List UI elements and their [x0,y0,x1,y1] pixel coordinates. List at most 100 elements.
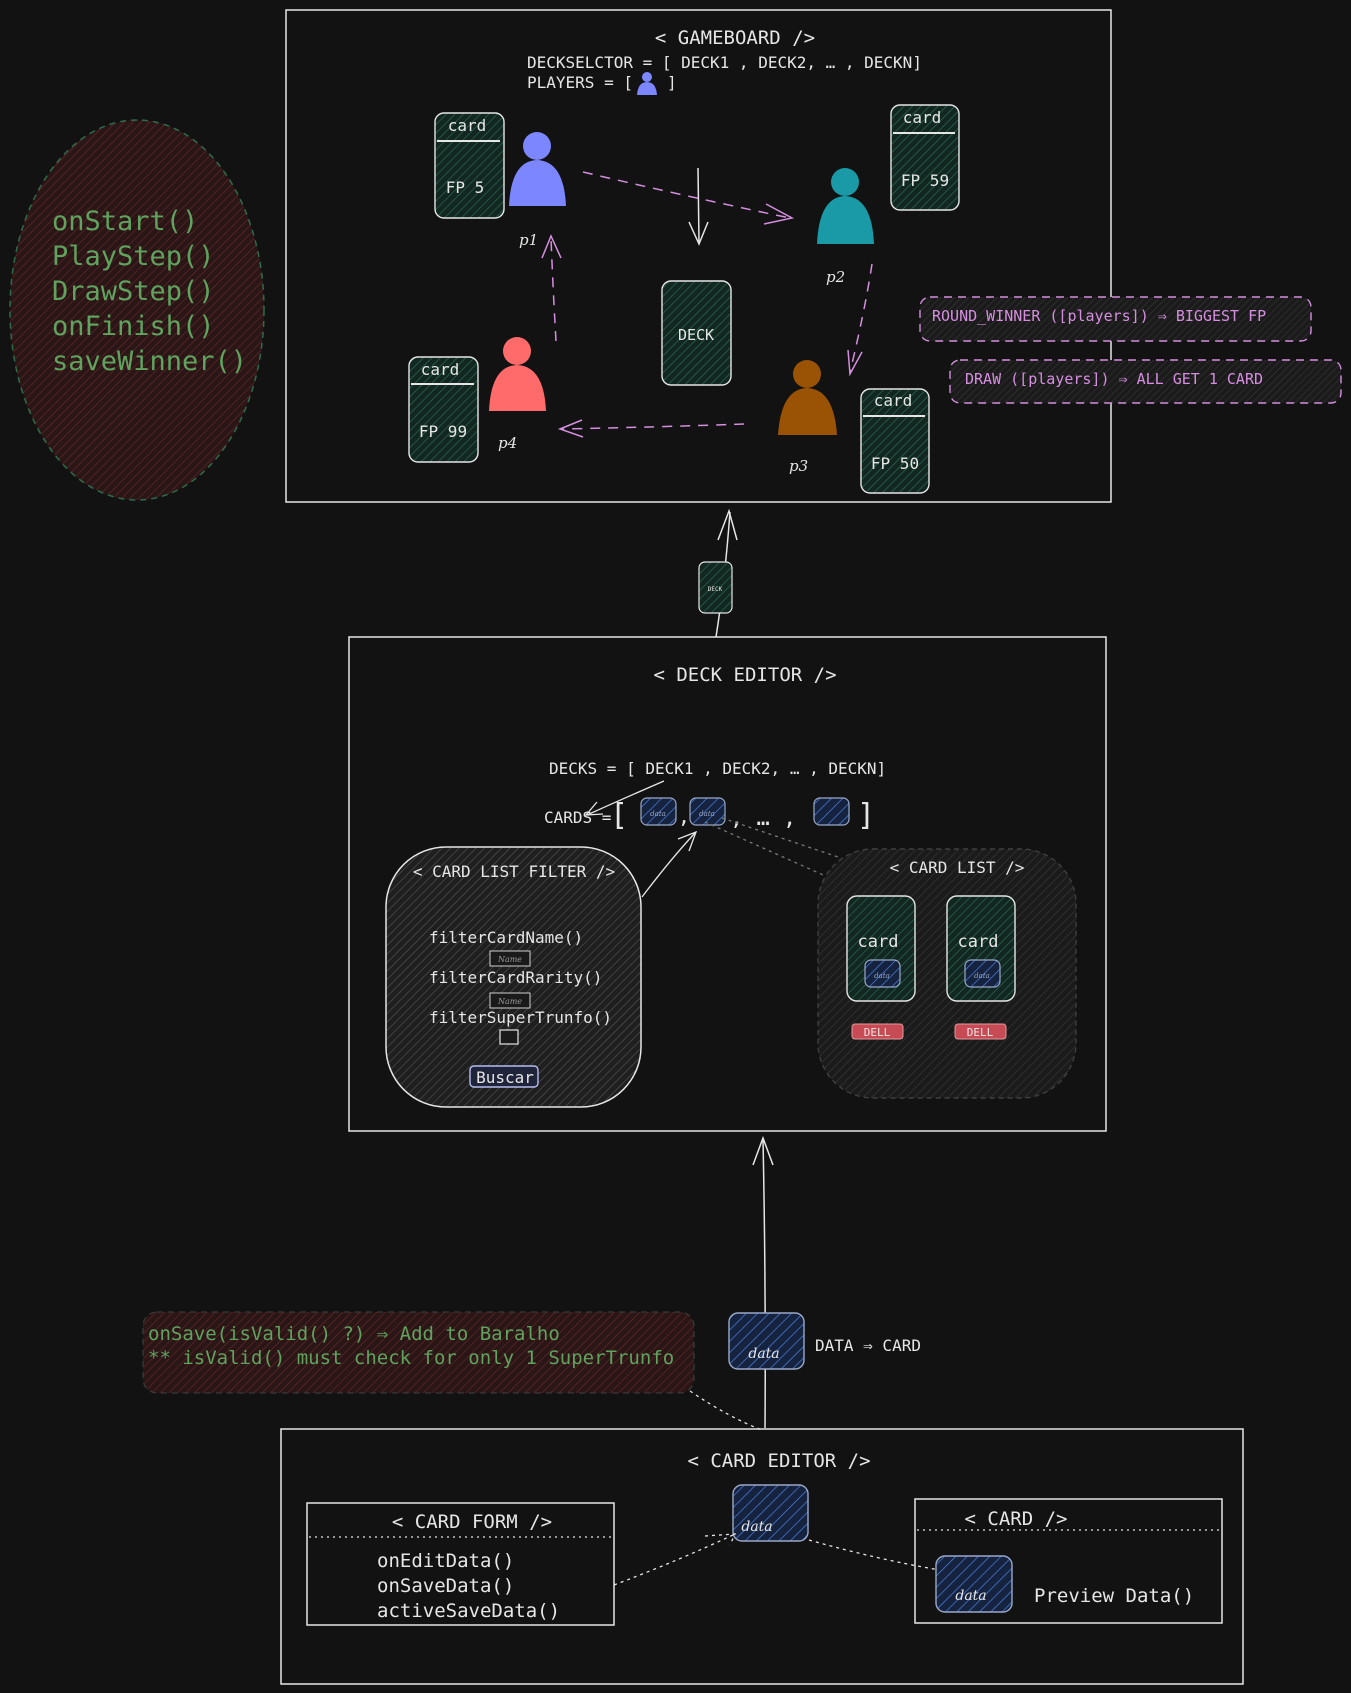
filter-to-cards-arrow [641,830,698,898]
decks-text: DECKS = [ DECK1 , DECK2, … , DECKN] [549,759,886,778]
card-data-chip [689,797,726,826]
save-note-line1: onSave(isValid() ?) ⇒ Add to Baralho [148,1323,560,1345]
filter-rarity-input[interactable] [489,992,531,1009]
card-preview-data-chip [935,1555,1013,1613]
player-card-fp: FP 99 [419,422,467,441]
player-card-title: card [903,108,942,127]
turn-arrow-p3-p4 [561,423,745,430]
player-avatar-body [817,196,874,244]
player-card-fp: FP 50 [871,454,919,473]
lifecycle-method: onStart() [52,206,198,237]
draw-rule: DRAW ([players]) ⇒ ALL GET 1 CARD [965,370,1263,388]
player-card-title: card [448,116,487,135]
player-p4: card FP 99 p4 [408,337,546,463]
turn-arrow-p2-p3 [849,263,873,373]
search-button-label: Buscar [476,1068,534,1087]
lifecycle-group: onStart() PlayStep() DrawStep() onFinish… [9,119,265,501]
card-preview-title: < CARD /> [965,1508,1068,1530]
player-label: p2 [826,268,845,286]
cards-to-card-list-connectors [704,817,961,899]
round-winner-rule-box [919,296,1312,342]
round-winner-rule: ROUND_WINNER ([players]) ⇒ BIGGEST FP [932,307,1266,325]
card-preview: < CARD /> data Preview Data() [914,1498,1223,1624]
gameboard-title: < GAMEBOARD /> [655,27,815,49]
filter-rarity-input-placeholder: Name [497,997,522,1006]
player-avatar-head [523,132,551,160]
player-avatar-body [509,160,566,206]
card-form-title: < CARD FORM /> [392,1511,552,1533]
cards-to-decks-arrow [584,780,665,816]
card-data-chip [640,797,677,826]
players-close-text: ] [667,73,677,92]
card-editor: < CARD EDITOR /> data < CARD FORM /> onE… [280,1428,1244,1685]
player-card [434,112,505,219]
card-form-method: onEditData() [377,1550,514,1572]
filter-super-trunfo-checkbox[interactable] [499,1029,519,1045]
player-p2: card FP 59 p2 [817,104,960,286]
save-note-connector [689,1390,763,1431]
filter-name-input[interactable] [489,950,531,967]
card-editor-data-chip [732,1484,809,1542]
turn-arrowheads [541,203,863,438]
players-inline-avatar [637,72,657,95]
delete-button[interactable] [851,1023,904,1040]
deck-editor: < DECK EDITOR /> DECKS = [ DECK1 , DECK2… [348,636,1107,1132]
gameboard-deck-label: DECK [678,326,714,344]
turn-arrow-p4-p1 [550,237,557,342]
turn-arrow-p1-p2 [582,171,791,219]
player-card [890,104,960,211]
card-list-filter-title: < CARD LIST FILTER /> [413,862,615,881]
delete-button-label: DELL [864,1026,891,1039]
card-list-item-data [864,959,901,988]
cards-close-bracket: ] [857,798,875,833]
save-note: onSave(isValid() ?) ⇒ Add to Baralho ** … [142,1311,695,1394]
transfer-data-chip [728,1312,805,1370]
card-editor-data-label: data [741,1519,772,1535]
card-data-chip [813,797,850,826]
player-label: p4 [498,434,517,452]
cards-separator: , … , [730,806,796,831]
lifecycle-method: saveWinner() [52,346,247,377]
player-avatar-body [778,388,837,435]
save-note-box [142,1311,695,1394]
card-editor-frame [280,1428,1244,1685]
draw-rule-box [949,359,1342,404]
card-preview-data-label: data [955,1588,986,1604]
card-data-chip-label: data [650,810,666,818]
deck-editor-title: < DECK EDITOR /> [653,664,836,686]
lifecycle-method: PlayStep() [52,241,215,272]
card-to-deck-connector: data DATA ⇒ CARD [689,1135,921,1431]
filter-name-input-placeholder: Name [497,955,522,964]
lifecycle-method: DrawStep() [52,276,215,307]
cards-comma: , [678,804,690,828]
deck-to-gameboard-connector: DECK [698,508,738,638]
cards-open-bracket: [ [610,798,628,833]
filter-card-rarity-method: filterCardRarity() [429,968,602,987]
card-list-item[interactable]: card data DELL [846,895,916,1040]
filter-card-name-method: filterCardName() [429,928,583,947]
card-form-method: onSaveData() [377,1575,514,1597]
gameboard-frame [285,9,1112,503]
card-list-item-title: card [958,932,999,952]
card-list-item-data-label: data [874,972,890,980]
lifecycle-method: onFinish() [52,311,215,342]
card-list-item[interactable]: card data DELL [946,895,1016,1040]
card-editor-data-connectors [613,1533,941,1586]
turn-arrows [550,171,873,430]
delete-button[interactable] [954,1023,1007,1040]
card-list-item-title: card [858,932,899,952]
card-list-item-data [964,959,1001,988]
player-avatar-head [831,168,859,196]
card-list-filter-box [385,846,642,1108]
player-label: p3 [789,457,808,475]
card-form-method: activeSaveData() [377,1600,560,1622]
search-button[interactable] [469,1065,539,1088]
card-list-filter: < CARD LIST FILTER /> filterCardName() N… [385,846,642,1108]
player-label: p1 [519,231,538,249]
gameboard: < GAMEBOARD /> DECKSELCTOR = [ DECK1 , D… [285,9,1112,503]
player-avatar-head [793,360,821,388]
player-p1: card FP 5 p1 [434,112,566,249]
card-form-box [306,1502,615,1626]
card-list: < CARD LIST /> card data DELL card data … [817,848,1077,1099]
